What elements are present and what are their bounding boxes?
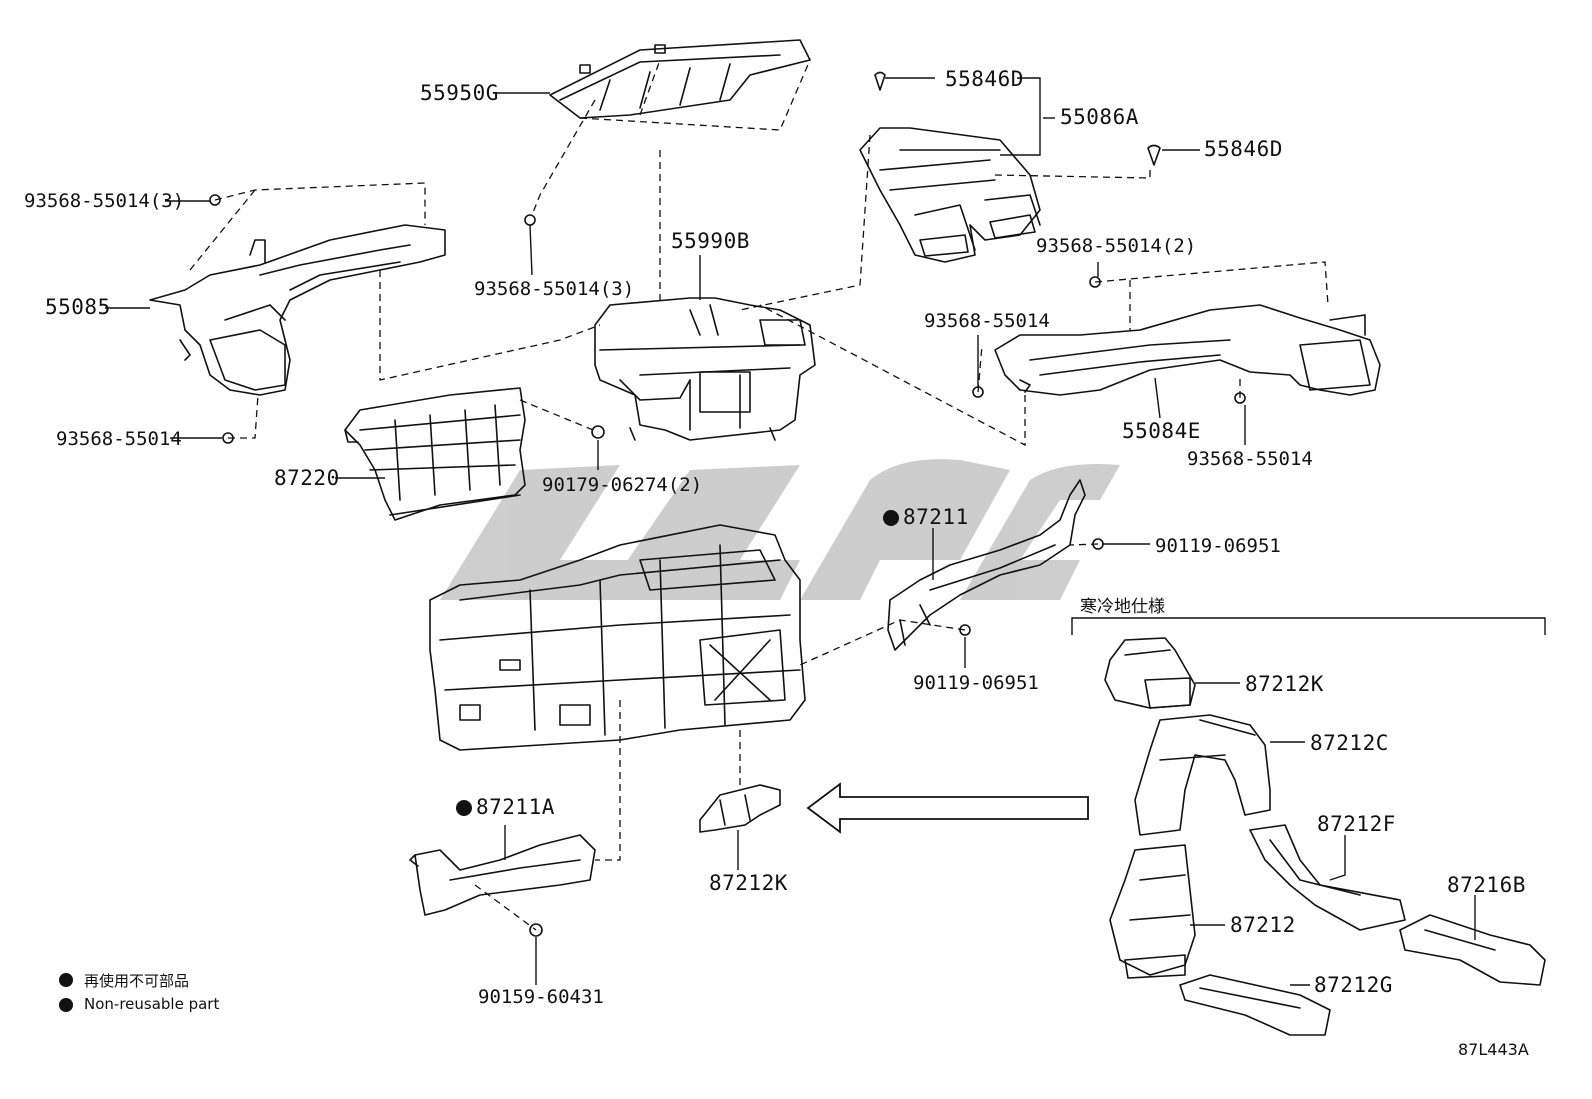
part-55084e-drawing xyxy=(994,304,1381,396)
inset-frame xyxy=(1071,617,1546,635)
label-87212g: 87212G xyxy=(1314,973,1393,997)
part-87211-drawing xyxy=(887,479,1086,651)
part-87212k-small-drawing xyxy=(699,784,781,833)
label-87220: 87220 xyxy=(274,466,340,490)
part-87212k-inset-drawing xyxy=(1104,637,1196,709)
label-93568-55014-right-lower: 93568-55014 xyxy=(1187,448,1313,470)
figure-code: 87L443A xyxy=(1458,1040,1529,1059)
watermark-logo xyxy=(440,459,1120,600)
direction-arrow xyxy=(806,782,1089,834)
label-93568-55014-right-upper: 93568-55014 xyxy=(924,310,1050,332)
legend-text-jp: 再使用不可部品 xyxy=(84,972,190,990)
legend-dot-jp xyxy=(59,973,73,987)
label-87216b: 87216B xyxy=(1447,873,1526,897)
label-90119-06951-right: 90119-06951 xyxy=(1155,535,1281,557)
non-reusable-marker-87211 xyxy=(883,510,899,526)
label-93568-55014-2: 93568-55014(2) xyxy=(1036,235,1197,257)
hvac-main-unit-drawing xyxy=(429,524,806,751)
fasteners xyxy=(209,71,1246,937)
dashed-guide-lines xyxy=(189,59,1329,931)
label-87212k-lower: 87212K xyxy=(709,871,788,895)
label-55846d-top: 55846D xyxy=(945,67,1024,91)
label-87211a: 87211A xyxy=(476,795,555,819)
part-87212g-drawing xyxy=(1179,974,1331,1036)
legend-text-en: Non-reusable part xyxy=(84,995,220,1013)
label-90179-06274-2: 90179-06274(2) xyxy=(542,474,703,496)
part-87211a-drawing xyxy=(409,834,596,916)
leader-lines xyxy=(105,77,1476,986)
label-55085: 55085 xyxy=(45,295,111,319)
part-87220-drawing xyxy=(344,387,526,521)
label-87212c: 87212C xyxy=(1310,731,1389,755)
part-55086a-drawing xyxy=(859,127,1041,263)
part-87212c-drawing xyxy=(1134,714,1271,836)
label-93568-55014-3-center: 93568-55014(3) xyxy=(474,278,635,300)
part-87212-drawing xyxy=(1109,844,1196,979)
label-55086a: 55086A xyxy=(1060,105,1139,129)
label-93568-55014-left-lower: 93568-55014 xyxy=(56,428,182,450)
legend-dot-en xyxy=(59,998,73,1012)
label-90159-60431: 90159-60431 xyxy=(478,986,604,1008)
label-87212k-inset: 87212K xyxy=(1245,672,1324,696)
label-87212: 87212 xyxy=(1230,913,1296,937)
part-55085-drawing xyxy=(149,224,446,396)
label-93568-55014-3-left: 93568-55014(3) xyxy=(24,190,185,212)
part-87216b-drawing xyxy=(1399,914,1546,986)
cold-region-spec-label: 寒冷地仕様 xyxy=(1080,597,1165,617)
label-90119-06951-lower: 90119-06951 xyxy=(913,672,1039,694)
label-55084e: 55084E xyxy=(1122,419,1201,443)
label-87212f: 87212F xyxy=(1317,812,1396,836)
part-87212f-drawing xyxy=(1249,824,1406,931)
label-55846d-right: 55846D xyxy=(1204,137,1283,161)
part-55950g-drawing xyxy=(549,39,811,119)
non-reusable-marker-87211a xyxy=(456,800,472,816)
part-55990b-drawing xyxy=(594,297,816,441)
label-55990b: 55990B xyxy=(671,229,750,253)
label-55950g: 55950G xyxy=(420,81,499,105)
label-87211: 87211 xyxy=(903,505,969,529)
